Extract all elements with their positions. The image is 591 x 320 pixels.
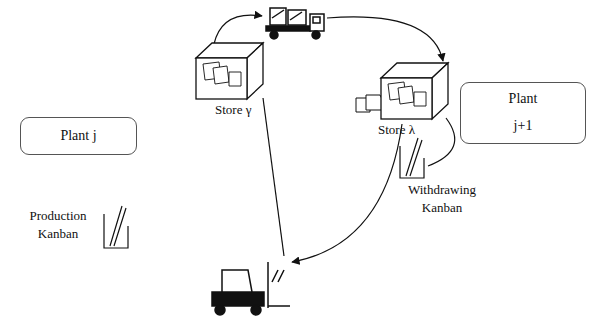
store-shape [378, 58, 452, 122]
plant-name: Plant j+1 [503, 86, 543, 139]
plant-box: Plant j [20, 117, 137, 155]
truck-icon [266, 8, 324, 39]
kanban-label: Production Kanban [14, 207, 102, 242]
store-shape [193, 38, 267, 102]
flow-arrow [292, 124, 402, 262]
plant-name: Plant j [59, 123, 99, 150]
flow-arrow [327, 17, 443, 61]
kanban-post [400, 138, 424, 178]
flow-arrow [214, 15, 262, 44]
kanban-post [104, 206, 128, 248]
store-box: Store λ [378, 58, 454, 142]
store-name: Store γ [215, 102, 251, 118]
flow-line [263, 98, 284, 256]
plant-box: Plant j+1 [460, 82, 586, 144]
store-name: Store λ [378, 122, 415, 138]
flow-line [428, 118, 455, 166]
forklift-icon [212, 262, 290, 315]
kanban-label: Withdrawing Kanban [396, 181, 488, 216]
kanban-cards [356, 95, 382, 112]
store-box: Store γ [193, 38, 269, 122]
